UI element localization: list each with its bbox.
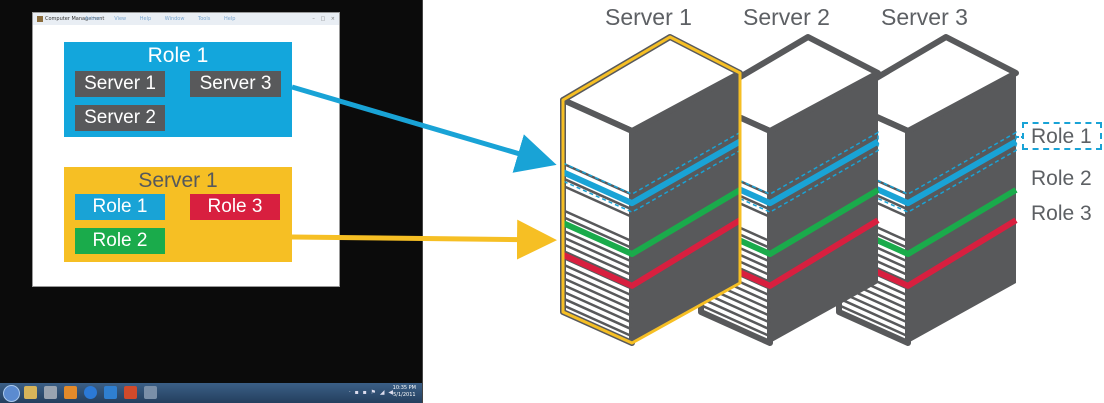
server-drive-slat (562, 263, 633, 297)
menu-item[interactable]: Help (139, 16, 152, 22)
server-drive-slat (562, 177, 633, 211)
role-label-2: Role 2 (1031, 167, 1092, 190)
role-1-highlight-box (1022, 122, 1102, 150)
window-controls: – □ × (308, 13, 335, 25)
clock-date: 5/1/2011 (393, 392, 416, 398)
role-2-band (561, 187, 742, 257)
server-towers (560, 34, 1022, 346)
server-drive-slat (562, 297, 633, 331)
window-titlebar[interactable]: Computer Management Action View Help Win… (33, 13, 339, 25)
system-tray[interactable]: · ▪ ▪ ⚑ ◢ ◀ (348, 389, 394, 396)
window-title: Computer Management (45, 16, 105, 22)
role-chip-1[interactable]: Role 1 (75, 194, 165, 220)
media-icon[interactable] (64, 386, 77, 399)
server-drive-slat (562, 304, 633, 338)
taskbar: · ▪ ▪ ⚑ ◢ ◀ 10:35 PM 5/1/2011 (0, 383, 422, 403)
server-drive-slat (838, 304, 909, 338)
folder-icon[interactable] (24, 386, 37, 399)
menu-bar: Action View Help Window Tools Help (85, 13, 247, 25)
desktop-screen: Computer Management Action View Help Win… (0, 0, 423, 403)
server-drive-slat (700, 297, 771, 331)
server-drive-slat (562, 290, 633, 324)
menu-item[interactable]: Window (164, 16, 185, 22)
server-drive-slat (700, 304, 771, 338)
menu-item[interactable]: Tools (198, 16, 211, 22)
server-drive-slat (562, 243, 633, 277)
maximize-button[interactable]: □ (320, 16, 326, 22)
server-view-panel: Server 1 Role 1 Role 3 Role 2 (64, 167, 292, 262)
server-arrow (291, 219, 557, 260)
server-label-2: Server 2 (743, 4, 830, 30)
server-drive-slat (562, 209, 633, 243)
minimize-button[interactable]: – (312, 16, 315, 22)
role-3-band (561, 217, 742, 289)
server-drive-slat (838, 297, 909, 331)
role-arrow (291, 84, 557, 173)
clock-time: 10:35 PM (392, 385, 416, 391)
server-label-1: Server 1 (605, 4, 692, 30)
server-side-face (908, 73, 1016, 343)
server-side-face (770, 73, 878, 343)
menu-item[interactable]: View (114, 16, 127, 22)
server-panel-title: Server 1 (138, 169, 218, 192)
server-chip-1[interactable]: Server 1 (75, 71, 165, 97)
server-drive-slat (562, 283, 633, 318)
server-drive-slat (562, 229, 633, 263)
role-label-3: Role 3 (1031, 202, 1092, 225)
role-1-dashed-outline (700, 131, 879, 213)
role-chip-3[interactable]: Role 3 (190, 194, 280, 220)
menu-item[interactable]: Help (223, 16, 236, 22)
server-1-highlight-outline (561, 35, 742, 345)
server-label-3: Server 3 (881, 4, 968, 30)
menu-item[interactable]: Action (85, 16, 101, 22)
browser-icon[interactable] (84, 386, 97, 399)
server-drive-slat (562, 270, 633, 304)
role-1-dashed-outline (838, 131, 1017, 213)
server-chip-2[interactable]: Server 2 (75, 105, 165, 131)
server-drive-slat (562, 236, 633, 270)
server-chip-3[interactable]: Server 3 (190, 71, 281, 97)
server-side-face (632, 73, 740, 343)
role-label-1: Role 1 (1031, 125, 1092, 148)
explorer-icon[interactable] (104, 386, 117, 399)
app-icon (37, 15, 43, 22)
role-view-panel: Role 1 Server 1 Server 3 Server 2 (64, 42, 292, 137)
taskbar-clock[interactable]: 10:35 PM 5/1/2011 (393, 385, 416, 399)
server-manager-icon[interactable] (44, 386, 57, 399)
role-1-band (561, 138, 742, 207)
start-button-icon[interactable] (3, 385, 20, 402)
computer-management-icon[interactable] (144, 386, 157, 399)
server-drive-slat (562, 215, 633, 250)
server-drive-slat (562, 249, 633, 284)
close-button[interactable]: × (330, 16, 335, 22)
server-drive-slat (562, 184, 633, 219)
server-drive-slat (562, 276, 633, 311)
role-panel-title: Role 1 (147, 44, 209, 67)
role-chip-2[interactable]: Role 2 (75, 228, 165, 254)
presentation-icon[interactable] (124, 386, 137, 399)
